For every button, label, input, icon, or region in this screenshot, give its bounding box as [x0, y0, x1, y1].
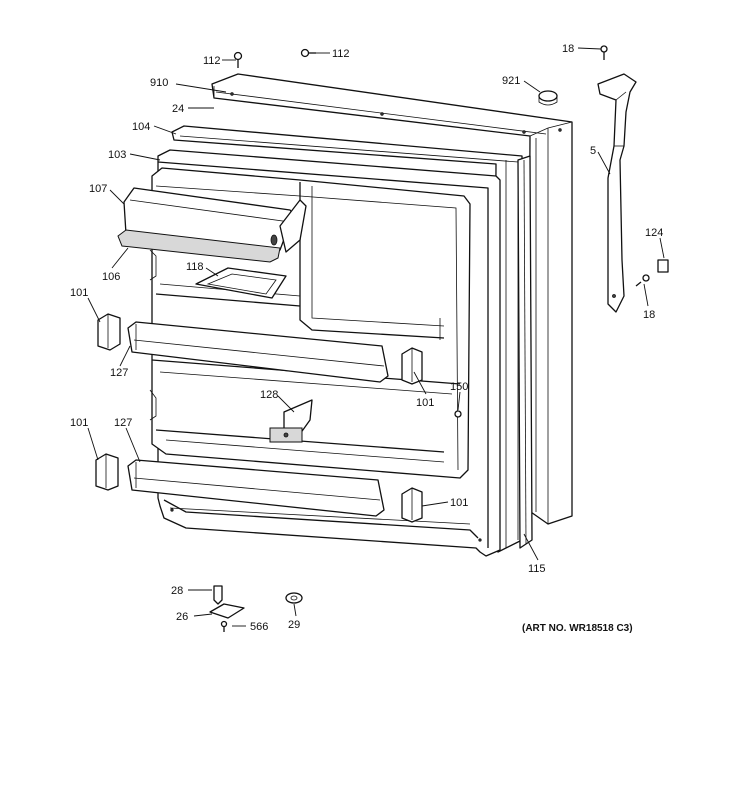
bushing-29 — [285, 592, 303, 604]
screws-112 — [233, 48, 316, 68]
label-127-upper: 127 — [110, 367, 128, 379]
label-101-upper-left: 101 — [70, 287, 88, 299]
screw-150 — [454, 410, 462, 418]
label-18-bottom: 18 — [643, 309, 655, 321]
label-101-lower-right: 101 — [450, 497, 468, 509]
door-handle — [597, 73, 637, 313]
label-106: 106 — [102, 271, 120, 283]
hinge-pin-28 — [213, 585, 223, 605]
label-29: 29 — [288, 619, 300, 631]
label-124: 124 — [645, 227, 663, 239]
cap-plug — [538, 90, 558, 106]
label-910: 910 — [150, 77, 168, 89]
clip-124 — [657, 259, 669, 273]
label-118: 118 — [186, 261, 204, 273]
label-107: 107 — [89, 183, 107, 195]
door-stop — [269, 399, 313, 443]
label-26: 26 — [176, 611, 188, 623]
butter-tray — [195, 267, 287, 299]
label-101-upper-right: 101 — [416, 397, 434, 409]
label-101-lower-left: 101 — [70, 417, 88, 429]
label-18-top: 18 — [562, 43, 574, 55]
label-24: 24 — [172, 103, 184, 115]
label-150: 150 — [450, 381, 468, 393]
outer-door-panel — [211, 73, 573, 525]
label-5: 5 — [590, 145, 596, 157]
screw-566 — [220, 620, 228, 632]
label-103: 103 — [108, 149, 126, 161]
lower-shelf-bar — [127, 459, 385, 517]
label-128: 128 — [260, 389, 278, 401]
part-labels: 112 112 18 910 921 24 104 103 5 107 124 … — [70, 43, 663, 634]
upper-shelf-bar — [127, 321, 389, 383]
shelf-caps — [95, 313, 423, 523]
label-112-left: 112 — [203, 55, 221, 67]
label-127-lower: 127 — [114, 417, 132, 429]
label-115: 115 — [528, 563, 546, 575]
leader-lines — [87, 47, 665, 627]
label-104: 104 — [132, 121, 150, 133]
door-gasket — [171, 125, 533, 553]
label-566: 566 — [250, 621, 268, 633]
label-112-right: 112 — [332, 48, 350, 60]
art-number: (ART NO. WR18518 C3) — [522, 623, 633, 634]
hinge-plate-26 — [209, 603, 245, 619]
dairy-compartment — [117, 187, 307, 263]
label-921: 921 — [502, 75, 520, 87]
label-28: 28 — [171, 585, 183, 597]
